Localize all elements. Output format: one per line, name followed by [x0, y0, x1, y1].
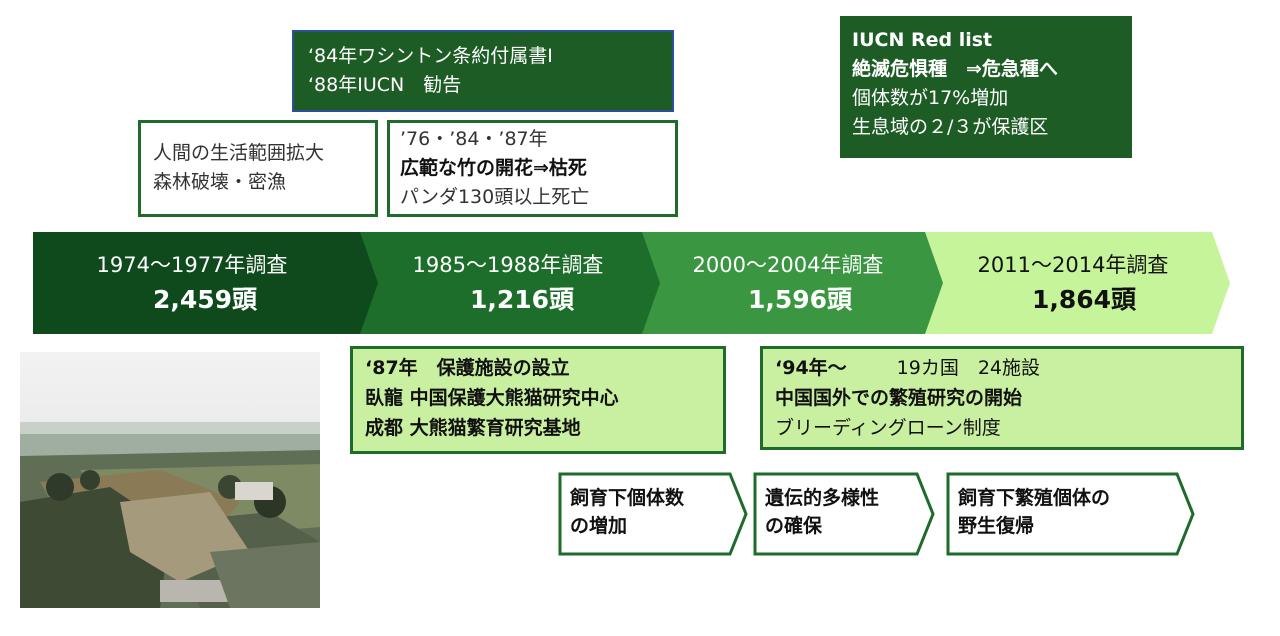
- survey-arrow-1: [33, 232, 378, 334]
- outcome-3-line-2: 野生復帰: [958, 514, 1034, 537]
- red-list-title: IUCN Red list: [852, 29, 993, 51]
- outcome-arrows: 飼育下個体数 の増加 遺伝的多様性 の確保 飼育下繁殖個体の 野生復帰: [558, 472, 1195, 556]
- bamboo-event: 広範な竹の開花⇒枯死: [400, 157, 587, 179]
- red-list-habitat: 生息域の２/３が保護区: [852, 116, 1049, 138]
- cites-line: ‘84年ワシントン条約付属書Ⅰ: [308, 45, 553, 67]
- survey-period-1: 1974～1977年調査: [97, 253, 288, 277]
- outcome-2-line-2: の確保: [765, 514, 823, 537]
- red-list-status: 絶滅危惧種 ⇒危急種へ: [852, 58, 1058, 80]
- breeding-start-year: ‘94年～: [775, 357, 847, 379]
- outcome-1-line-2: の増加: [570, 514, 627, 537]
- outcome-arrow-3: [946, 472, 1195, 556]
- causes-line-1: 人間の生活範囲拡大: [153, 142, 325, 164]
- survey-arrow-4: [915, 232, 1230, 334]
- survey-count-2: 1,216頭: [470, 285, 575, 314]
- protection-facility-box: ‘87年 保護施設の設立 臥龍 中国保護大熊猫研究中心 成都 大熊猫繁育研究基地: [350, 346, 726, 454]
- causes-line-2: 森林破壊・密漁: [153, 171, 287, 193]
- survey-period-4: 2011～2014年調査: [978, 253, 1169, 277]
- breeding-loan-system: ブリーディングローン制度: [775, 417, 1001, 439]
- causes-box: 人間の生活範囲拡大 森林破壊・密漁: [138, 120, 378, 217]
- facility-photo: [20, 352, 320, 608]
- outcome-3-line-1: 飼育下繁殖個体の: [957, 486, 1110, 509]
- bamboo-years: ’76・’84・’87年: [400, 128, 548, 150]
- breeding-research-start: 中国国外での繁殖研究の開始: [775, 387, 1023, 409]
- facility-founding: ‘87年 保護施設の設立: [365, 357, 570, 379]
- survey-arrow-3: [632, 232, 943, 334]
- survey-period-3: 2000～2004年調査: [693, 253, 884, 277]
- outcome-arrow-1: [558, 472, 748, 556]
- survey-count-1: 2,459頭: [153, 285, 258, 314]
- iucn-recommendation-line: ‘88年IUCN 勧告: [308, 74, 462, 96]
- survey-count-3: 1,596頭: [748, 285, 853, 314]
- international-breeding-box: ‘94年～ 19カ国 24施設 中国国外での繁殖研究の開始 ブリーディングローン制…: [760, 346, 1244, 450]
- survey-timeline: 1974～1977年調査 2,459頭 1985～1988年調査 1,216頭 …: [33, 232, 1230, 334]
- iucn-red-list-box: IUCN Red list 絶滅危惧種 ⇒危急種へ 個体数が17%増加 生息域の…: [840, 16, 1132, 158]
- survey-arrow-2: [350, 232, 660, 334]
- bamboo-deaths: パンダ130頭以上死亡: [400, 186, 590, 208]
- outcome-arrow-2: [753, 472, 935, 556]
- cites-iucn-box: ‘84年ワシントン条約付属書Ⅰ ‘88年IUCN 勧告: [292, 30, 674, 112]
- survey-period-2: 1985～1988年調査: [413, 253, 604, 277]
- survey-count-4: 1,864頭: [1032, 285, 1137, 314]
- bamboo-flowering-box: ’76・’84・’87年 広範な竹の開花⇒枯死 パンダ130頭以上死亡: [387, 120, 678, 217]
- facility-chengdu: 成都 大熊猫繁育研究基地: [365, 417, 581, 439]
- outcome-1-line-1: 飼育下個体数: [569, 486, 685, 509]
- red-list-population: 個体数が17%増加: [852, 87, 1009, 109]
- breeding-countries: 19カ国 24施設: [896, 357, 1041, 379]
- facility-wolong: 臥龍 中国保護大熊猫研究中心: [365, 387, 619, 409]
- outcome-2-line-1: 遺伝的多様性: [765, 486, 879, 509]
